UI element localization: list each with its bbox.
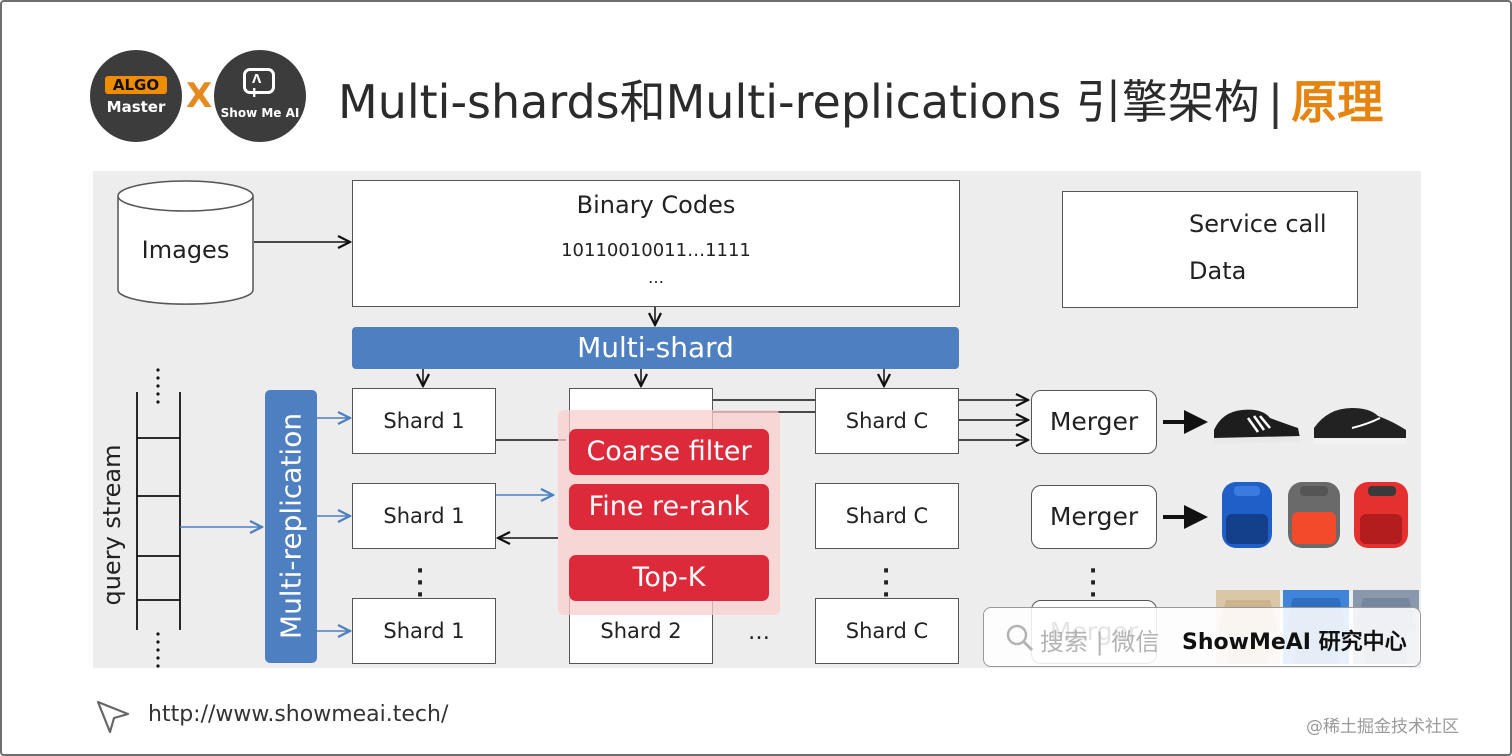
logo-text: Master — [106, 98, 166, 116]
ladder-dots — [156, 368, 160, 668]
shard-box: Shard C — [815, 483, 959, 549]
logo-text: Show Me AI — [220, 106, 300, 120]
showmeai-logo: Λ I Show Me AI — [214, 50, 306, 142]
algo-master-logo: ALGO Master — [90, 50, 182, 142]
binary-codes-box — [352, 180, 960, 307]
binary-codes-ellipsis: … — [648, 268, 664, 287]
backpack-image — [1288, 482, 1340, 548]
vertical-ellipsis: ··· — [881, 559, 891, 608]
logo-badge: ALGO — [105, 76, 167, 94]
shoe-image — [1214, 409, 1300, 444]
coarse-filter-stage: Coarse filter — [569, 429, 769, 475]
database-cylinder — [117, 180, 254, 305]
title-main: Multi-shards和Multi-replications 引擎架构 — [338, 75, 1260, 129]
title-separator: | — [1267, 75, 1284, 129]
merger-box: Merger — [1031, 485, 1157, 549]
binary-codes-value: 10110010011…1111 — [561, 240, 751, 261]
footer-credit: @稀土掘金技术社区 — [1306, 717, 1459, 737]
title-accent: 原理 — [1291, 75, 1384, 129]
query-stream-label: query stream — [98, 444, 126, 606]
backpack-image — [1354, 482, 1408, 548]
vertical-ellipsis: ··· — [1088, 559, 1098, 608]
shard-box: Shard C — [815, 388, 959, 454]
binary-codes-title: Binary Codes — [576, 191, 736, 219]
cross-mark: X — [186, 76, 213, 116]
backpack-image — [1222, 482, 1272, 548]
shard-box: Shard 1 — [352, 388, 496, 454]
wechat-search-watermark — [983, 607, 1421, 667]
shard-box: Shard 1 — [352, 483, 496, 549]
watermark-brand: ShowMeAI 研究中心 — [1182, 630, 1407, 655]
query-stream-ladder — [136, 392, 181, 630]
cursor-icon — [96, 700, 130, 734]
multi-replication-label: Multi-replication — [274, 412, 308, 640]
multi-shard-bar: Multi-shard — [352, 327, 959, 369]
legend-data: Data — [1189, 257, 1247, 285]
watermark-search-text: 搜索 | 微信 — [1040, 628, 1160, 656]
shard-box: Shard 1 — [352, 598, 496, 664]
shoe-image — [1314, 408, 1406, 444]
images-label: Images — [141, 236, 230, 264]
search-icon — [1006, 624, 1034, 652]
page-title: Multi-shards和Multi-replications 引擎架构|原理 — [338, 66, 1383, 132]
legend-box — [1062, 191, 1358, 308]
fine-rerank-stage: Fine re-rank — [569, 484, 769, 530]
legend-service-call: Service call — [1189, 210, 1327, 238]
footer-url[interactable]: http://www.showmeai.tech/ — [148, 702, 449, 727]
robot-face-icon: Λ I — [243, 68, 275, 100]
shard-box: Shard C — [815, 598, 959, 664]
vertical-ellipsis: ··· — [415, 559, 425, 608]
top-k-stage: Top-K — [569, 555, 769, 601]
merger-box: Merger — [1031, 390, 1157, 454]
multi-replication-bar — [265, 390, 317, 663]
shard-ellipsis: … — [748, 620, 770, 645]
